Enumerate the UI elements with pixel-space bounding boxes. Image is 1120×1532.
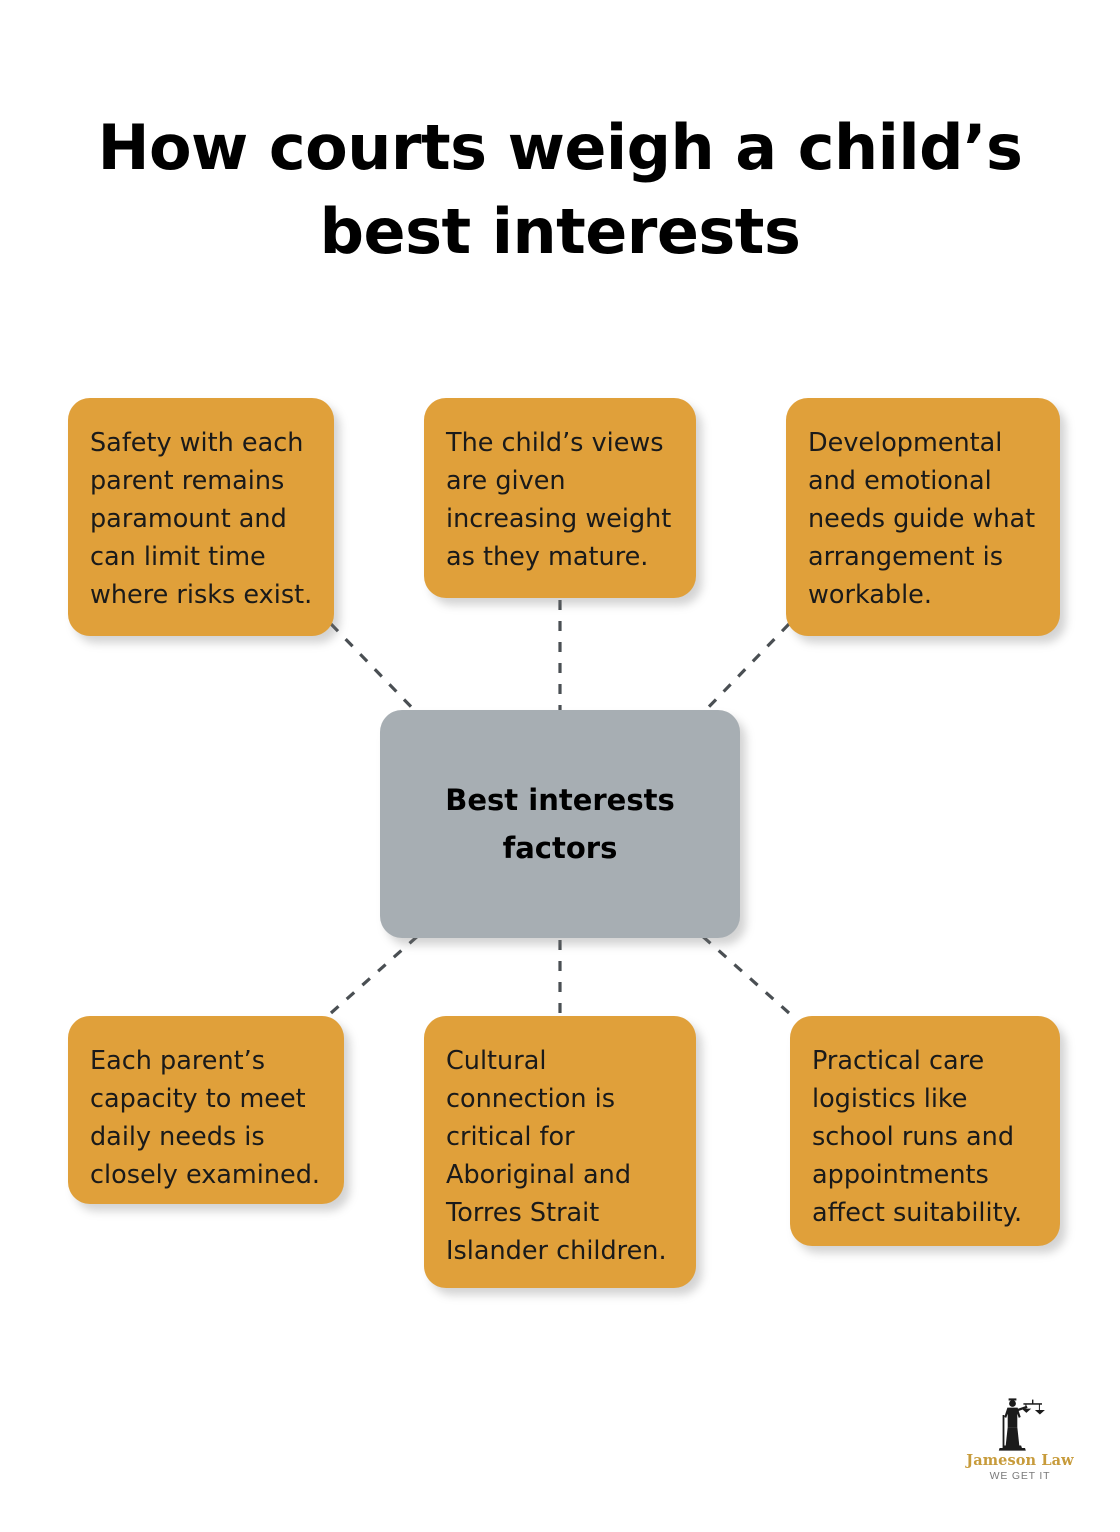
connector-developmental-needs (698, 622, 791, 718)
hub-label: Best interests factors (445, 783, 675, 865)
developmental-needs-factor-text: Developmental and emotional needs guide … (808, 428, 1036, 610)
logo-tagline: WE GET IT (989, 1470, 1051, 1482)
childs-views-factor-text: The child’s views are given increasing w… (446, 428, 672, 572)
logo-name: Jameson Law (966, 1452, 1074, 1469)
developmental-needs-factor-box[interactable]: Developmental and emotional needs guide … (786, 398, 1060, 636)
connector-safety (329, 622, 422, 718)
parental-capacity-factor-text: Each parent’s capacity to meet daily nee… (90, 1046, 320, 1190)
lady-justice-icon (998, 1398, 1045, 1451)
cultural-connection-factor-text: Cultural connection is critical for Abor… (446, 1046, 667, 1266)
practical-logistics-factor-text: Practical care logistics like school run… (812, 1046, 1023, 1228)
childs-views-factor-box[interactable]: The child’s views are given increasing w… (424, 398, 696, 598)
safety-factor-text: Safety with each parent remains paramoun… (90, 428, 313, 610)
cultural-connection-factor-box[interactable]: Cultural connection is critical for Abor… (424, 1016, 696, 1288)
brand-logo: Jameson Law WE GET IT (962, 1396, 1078, 1496)
connector-practical-logistics (698, 932, 791, 1015)
connector-parental-capacity (329, 932, 422, 1015)
safety-factor-box[interactable]: Safety with each parent remains paramoun… (68, 398, 334, 636)
practical-logistics-factor-box[interactable]: Practical care logistics like school run… (790, 1016, 1060, 1246)
page-title: How courts weigh a child’s best interest… (97, 111, 1023, 268)
hub-node[interactable]: Best interests factors (380, 710, 740, 938)
parental-capacity-factor-box[interactable]: Each parent’s capacity to meet daily nee… (68, 1016, 344, 1204)
